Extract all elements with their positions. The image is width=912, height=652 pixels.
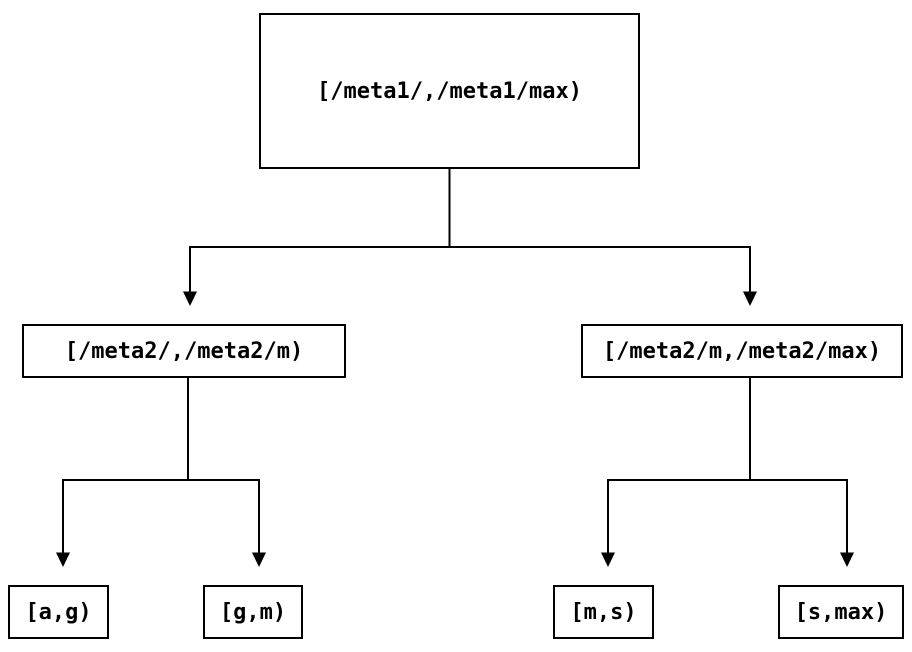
tree-node-root-label: [/meta1/,/meta1/max) (317, 78, 582, 104)
arrowhead-root-to-left (183, 291, 197, 306)
tree-node-root: [/meta1/,/meta1/max) (259, 13, 640, 169)
edge-left-branch (62, 479, 260, 553)
edge-root-branch (189, 246, 751, 292)
tree-node-left: [/meta2/,/meta2/m) (22, 324, 346, 378)
tree-node-leaf-smax-label: [s,max) (794, 599, 888, 625)
tree-node-leaf-ag-label: [a,g) (25, 599, 92, 625)
tree-node-leaf-gm-label: [g,m) (219, 599, 287, 625)
arrowhead-left-to-leaf-gm (252, 552, 266, 567)
arrowhead-right-to-leaf-ms (601, 552, 615, 567)
edge-right-branch (607, 479, 848, 553)
tree-node-right: [/meta2/m,/meta2/max) (581, 324, 903, 378)
tree-node-leaf-smax: [s,max) (778, 585, 904, 639)
tree-node-left-label: [/meta2/,/meta2/m) (64, 338, 304, 364)
tree-node-leaf-ms: [m,s) (553, 585, 654, 639)
tree-node-leaf-ag: [a,g) (8, 585, 109, 639)
tree-node-leaf-gm: [g,m) (203, 585, 303, 639)
tree-node-leaf-ms-label: [m,s) (570, 599, 637, 625)
arrowhead-root-to-right (743, 291, 757, 306)
arrowhead-left-to-leaf-ag (56, 552, 70, 567)
tree-node-right-label: [/meta2/m,/meta2/max) (602, 338, 882, 364)
arrowhead-right-to-leaf-smax (840, 552, 854, 567)
